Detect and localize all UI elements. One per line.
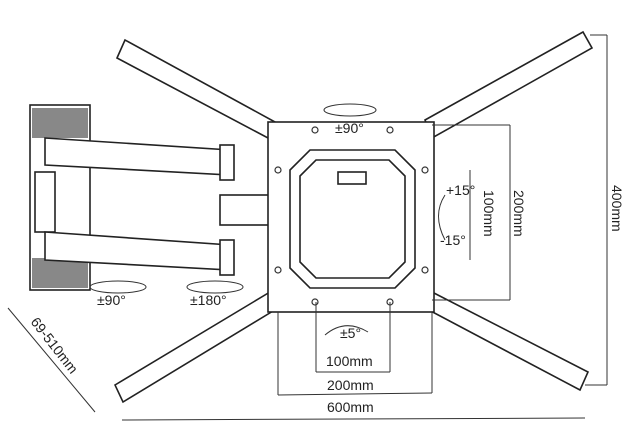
rotation-label: ±5°: [340, 325, 361, 341]
vesa-h-mid-label: 200mm: [327, 377, 374, 393]
vesa-v-mid-label: 200mm: [511, 190, 527, 237]
articulating-arm: [44, 137, 279, 276]
arm-rotate-label: ±180°: [190, 292, 227, 308]
tilt-down-label: -15°: [440, 232, 466, 248]
vesa-h-large-label: 600mm: [327, 399, 374, 415]
wall-plate: [29, 104, 91, 291]
vesa-v-small-label: 100mm: [481, 190, 497, 237]
arm-swivel-label: ±90°: [97, 292, 126, 308]
bracket-arms: [113, 30, 594, 404]
rotation-arrows: [89, 103, 446, 336]
vesa-v-large-label: 400mm: [609, 185, 625, 232]
tilt-up-label: +15°: [446, 182, 475, 198]
top-tilt-label: ±90°: [335, 120, 364, 136]
vesa-plate: [267, 121, 435, 313]
extension-label: 69-510mm: [28, 314, 82, 377]
dimension-lines: [7, 34, 608, 421]
vesa-h-small-label: 100mm: [326, 353, 373, 369]
